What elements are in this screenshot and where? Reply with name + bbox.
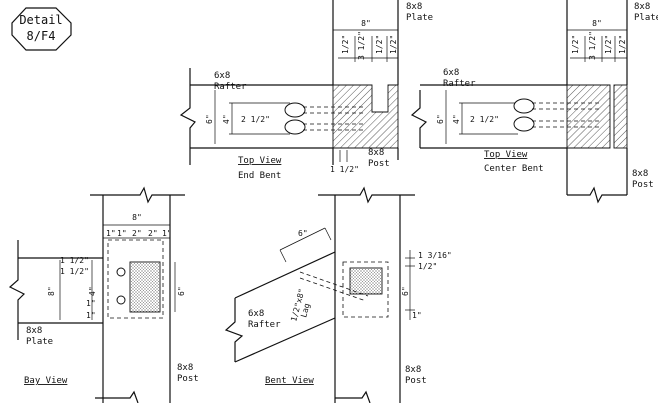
end-bent-depth-dim-3: 2 1/2" — [241, 115, 270, 124]
bent-view-post-label-2: Post — [405, 376, 427, 386]
bay-view-top-dim-5: 1" — [162, 229, 172, 238]
bay-view-plate-label-2: Plate — [26, 337, 53, 347]
end-bent-plate-dim-2: 3 1/2" — [357, 31, 366, 60]
end-bent-plate-label-1: 8x8 — [406, 2, 422, 12]
bay-view-post-label-1: 8x8 — [177, 363, 193, 373]
bay-view-top-dim-3: 2" — [132, 229, 142, 238]
bay-view-left-dim-2: 1 1/2" — [60, 267, 89, 276]
bay-view-post-label-2: Post — [177, 374, 199, 384]
bay-view-top-dim-2: 1" — [117, 229, 127, 238]
center-bent-rafter-label-2: Rafter — [443, 79, 476, 89]
bent-view-bottom-dim: 1" — [412, 311, 422, 320]
bay-view-title: Bay View — [24, 376, 68, 386]
center-bent-post-label-1: 8x8 — [632, 169, 648, 179]
end-bent-top-dim: 8" — [361, 19, 371, 28]
center-bent-depth-dim-1: 6" — [436, 114, 445, 124]
end-bent-view-title-1: Top View — [238, 156, 282, 166]
bay-view-bottom-dim-2: 1" — [86, 311, 96, 320]
bent-view-post-dim: 6" — [401, 286, 410, 296]
end-bent-plate-label-2: Plate — [406, 13, 433, 23]
bay-view-height-dim-2: 4" — [88, 286, 97, 296]
bay-view-height-dim-3: 6" — [177, 286, 186, 296]
bay-view-top-dim: 8" — [132, 213, 142, 222]
bent-view-post-label-1: 8x8 — [405, 365, 421, 375]
center-bent-view-title-1: Top View — [484, 150, 528, 160]
center-bent-depth-dim-2: 4" — [452, 114, 461, 124]
bay-view-top-dim-1: 1" — [106, 229, 116, 238]
end-bent-view-title-2: End Bent — [238, 171, 281, 181]
bent-view-slope-dim: 6" — [298, 229, 308, 238]
bent-view-right-dim-2: 1/2" — [418, 262, 437, 271]
bay-view: 8" 1" 1" 2" 2" 1" 8" 1 1/2" 1 1/2" 4" 6"… — [8, 186, 199, 403]
end-bent-post-label-1: 8x8 — [368, 148, 384, 158]
bent-view-bolt-label-2: Lag — [299, 302, 311, 318]
top-view-center-bent: 8" 1/2" 3 1/2" 1/2" 1/2" 8x8 Plate 8x8 P… — [410, 0, 658, 204]
end-bent-depth-dim-1: 6" — [205, 114, 214, 124]
end-bent-plate-dim-3: 1/2" — [375, 35, 384, 54]
end-bent-post-label-2: Post — [368, 159, 390, 169]
bay-view-plate-label-1: 8x8 — [26, 326, 42, 336]
center-bent-depth-dim-3: 2 1/2" — [470, 115, 499, 124]
end-bent-rafter-label-2: Rafter — [214, 82, 247, 92]
end-bent-depth-dim-2: 4" — [222, 114, 231, 124]
end-bent-rafter-label-1: 6x8 — [214, 71, 230, 81]
bent-view-rafter-label-2: Rafter — [248, 320, 281, 330]
detail-badge-line1: Detail — [19, 13, 62, 27]
detail-badge: Detail 8/F4 — [11, 7, 72, 51]
center-bent-plate-dim-2: 3 1/2" — [588, 31, 597, 60]
center-bent-view-title-2: Center Bent — [484, 164, 544, 174]
end-bent-plate-dim-1: 1/2" — [341, 35, 350, 54]
bent-view: 6" 1 3/16" 1/2" 6" 1" 1/2"x8" Lag 6x8 Ra… — [224, 186, 452, 403]
bay-view-top-dim-4: 2" — [148, 229, 158, 238]
center-bent-top-dim: 8" — [592, 19, 602, 28]
bay-view-height-dim-1: 8" — [47, 286, 56, 296]
center-bent-plate-label-1: 8x8 — [634, 2, 650, 12]
bent-view-right-dim-1: 1 3/16" — [418, 251, 452, 260]
top-view-end-bent: 8" 1/2" 3 1/2" 1/2" 1/2" 8x8 Plate 6x8 R… — [179, 0, 433, 181]
center-bent-plate-dim-1: 1/2" — [571, 35, 580, 54]
bent-view-rafter-label-1: 6x8 — [248, 309, 264, 319]
bay-view-left-dim-1: 1 1/2" — [60, 256, 89, 265]
center-bent-plate-label-2: Plate — [634, 13, 658, 23]
detail-badge-line2: 8/F4 — [27, 29, 56, 43]
center-bent-plate-dim-4: 1/2" — [618, 35, 627, 54]
center-bent-post-label-2: Post — [632, 180, 654, 190]
center-bent-rafter-label-1: 6x8 — [443, 68, 459, 78]
bent-view-title: Bent View — [265, 376, 314, 386]
bay-view-bottom-dim-1: 1" — [86, 299, 96, 308]
end-bent-plate-dim-4: 1/2" — [389, 35, 398, 54]
end-bent-bottom-dim: 1 1/2" — [330, 165, 359, 174]
center-bent-plate-dim-3: 1/2" — [604, 35, 613, 54]
